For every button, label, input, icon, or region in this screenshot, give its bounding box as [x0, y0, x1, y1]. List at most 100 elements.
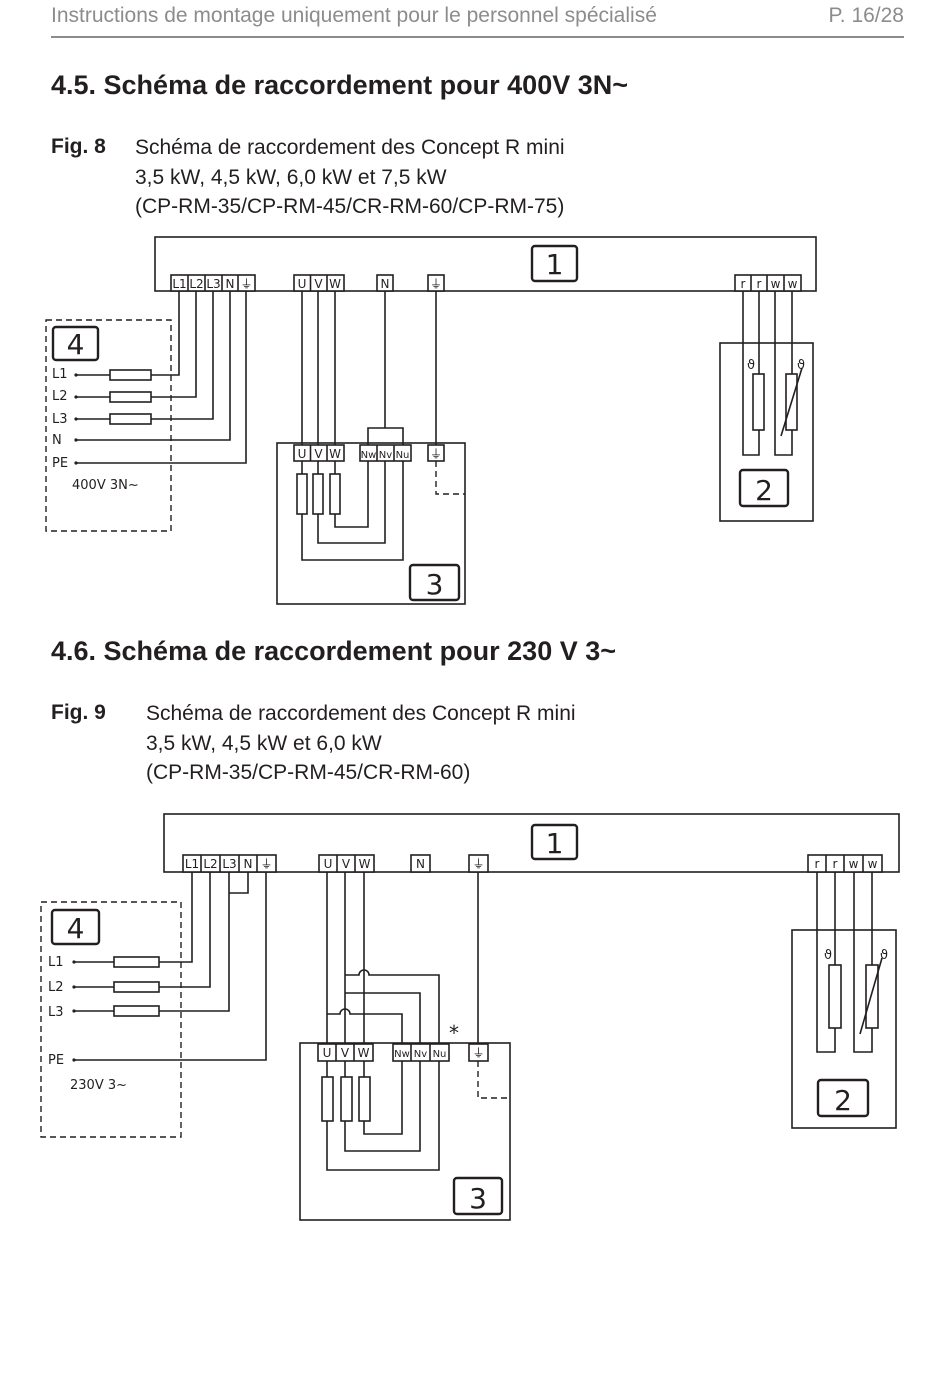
terminal-l3: L3: [206, 277, 220, 291]
heating-element-icon: [321, 1076, 334, 1122]
theta-symbol: ϑ: [797, 358, 805, 373]
fuse-icon: [109, 369, 152, 381]
sensor-terminal-block: r r w w: [734, 274, 802, 292]
fuse-icon: [109, 413, 152, 425]
sensor-terminal-block: r r w w: [807, 854, 883, 873]
header-title: Instructions de montage uniquement pour …: [51, 4, 657, 27]
temperature-sensor-icon: [752, 373, 765, 431]
terminal-v: V: [342, 857, 351, 871]
terminal-v: V: [341, 1046, 350, 1060]
label-3: 3: [469, 1182, 487, 1215]
neutral-terminal: [410, 854, 431, 873]
label-3: 3: [426, 568, 444, 601]
terminal-pe-icon: ⏚: [430, 447, 442, 461]
label-box-1: [530, 823, 579, 861]
label-box-2: [816, 1078, 870, 1118]
theta-symbol: ϑ: [880, 948, 888, 963]
figure-label-8: Fig. 8: [51, 135, 106, 158]
terminal-u: U: [298, 277, 307, 291]
supply-line-label: PE: [48, 1053, 64, 1068]
terminal-w: W: [329, 277, 341, 291]
asterisk-note: *: [449, 1021, 459, 1045]
fuse-icon: [109, 391, 152, 403]
theta-symbol: ϑ: [824, 948, 832, 963]
supply-wiring: [74, 291, 247, 465]
label-box-1: [530, 244, 579, 283]
temperature-sensor-icon: [828, 964, 842, 1029]
caption-line: (CP-RM-35/CP-RM-45/CR-RM-60/CP-RM-75): [135, 195, 565, 218]
terminal-pe-icon: ⏚: [260, 857, 272, 871]
neutral-terminal-label: N: [381, 277, 390, 291]
terminal-r: r: [741, 277, 746, 291]
supply-line-label: L2: [52, 389, 68, 404]
terminal-nw: Nw: [361, 450, 377, 461]
terminal-n: N: [244, 857, 253, 871]
main-terminal-block: L1 L2 L3 N ⏚: [170, 274, 256, 292]
caption-line: 3,5 kW, 4,5 kW, 6,0 kW et 7,5 kW: [135, 165, 447, 189]
heater-wiring: [321, 872, 510, 1171]
heater-terminal-block-top: U V W: [318, 854, 375, 873]
fuse-icon: [113, 1005, 160, 1017]
heating-element-icon: [358, 1076, 371, 1122]
heating-element-icon: [312, 473, 324, 515]
terminal-u: U: [323, 1046, 332, 1060]
figure-caption-8: Schéma de raccordement des Concept R min…: [135, 133, 565, 222]
page-number: P. 16/28: [828, 4, 904, 27]
supply-voltage-label: 230V 3~: [70, 1078, 127, 1093]
label-box-2: [738, 468, 790, 508]
heating-element-icon: [340, 1076, 353, 1122]
supply-wiring: [72, 872, 267, 1062]
theta-symbol: ϑ: [747, 358, 755, 373]
supply-line-label: L2: [48, 980, 64, 995]
heating-element-icon: [329, 473, 341, 515]
thermistor-icon: [865, 964, 879, 1029]
figure-label-9: Fig. 9: [51, 701, 106, 724]
terminal-l3: L3: [222, 857, 236, 871]
supply-line-label: N: [52, 433, 62, 448]
section-title-4-6: 4.6. Schéma de raccordement pour 230 V 3…: [51, 636, 617, 666]
label-box-4: [51, 325, 100, 362]
main-terminal-block: L1 L2 L3 N ⏚: [182, 854, 277, 873]
label-4: 4: [67, 328, 85, 361]
heater-terminal-block-top: U V W: [293, 274, 345, 292]
earth-terminal-icon: ⏚: [430, 277, 442, 291]
supply-box: [45, 319, 172, 532]
wiring-diagram-fig-9: 1 L1 L2 L3 N ⏚ U V W N ⏚ r r w w 4 L1 L: [40, 813, 900, 1221]
terminal-r: r: [833, 857, 838, 871]
supply-line-label: L3: [48, 1005, 64, 1020]
heating-element-icon: [296, 473, 308, 515]
figure-caption-9: Schéma de raccordement des Concept R min…: [146, 699, 576, 788]
label-box-3: [452, 1176, 504, 1216]
label-1: 1: [546, 827, 564, 860]
supply-box: [40, 901, 182, 1138]
caption-line: 3,5 kW, 4,5 kW et 6,0 kW: [146, 731, 382, 755]
sensor-wiring: ϑ ϑ: [816, 872, 888, 1053]
terminal-nw: Nw: [394, 1049, 410, 1060]
supply-voltage-label: 400V 3N~: [72, 478, 139, 493]
terminal-n: N: [226, 277, 235, 291]
terminal-nu: Nu: [396, 450, 410, 461]
earth-terminal-icon: ⏚: [472, 857, 484, 871]
caption-line: Schéma de raccordement des Concept R min…: [135, 136, 565, 159]
terminal-w: W: [329, 447, 341, 461]
fuse-icon: [113, 981, 160, 993]
terminal-u: U: [324, 857, 333, 871]
label-1: 1: [546, 248, 564, 281]
caption-line: (CP-RM-35/CP-RM-45/CR-RM-60): [146, 761, 471, 784]
terminal-w: w: [788, 277, 798, 291]
terminal-l2: L2: [189, 277, 203, 291]
terminal-w: W: [358, 1046, 370, 1060]
terminal-nv: Nv: [414, 1049, 427, 1060]
terminal-l2: L2: [203, 857, 217, 871]
terminal-l1: L1: [185, 857, 199, 871]
terminal-l1: L1: [172, 277, 186, 291]
heater-terminal-block: U V W Nw Nv Nu ⏚: [317, 1043, 489, 1062]
terminal-r: r: [815, 857, 820, 871]
terminal-u: U: [298, 447, 307, 461]
supply-line-label: PE: [52, 456, 68, 471]
terminal-nv: Nv: [379, 450, 392, 461]
label-box-4: [50, 908, 101, 946]
label-2: 2: [755, 474, 773, 507]
supply-line-label: L1: [52, 367, 68, 382]
label-box-3: [408, 563, 461, 602]
